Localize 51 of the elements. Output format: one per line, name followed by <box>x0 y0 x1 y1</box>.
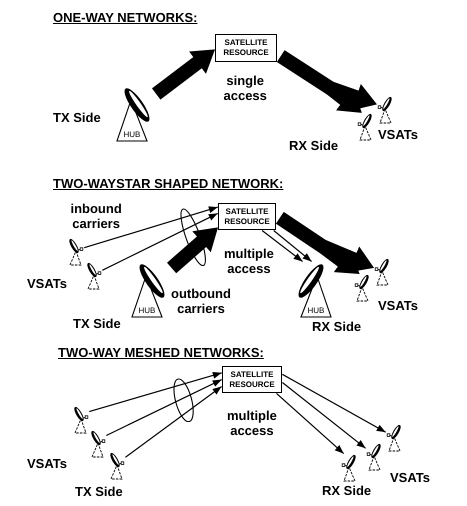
satellite-dish-icon <box>341 454 357 482</box>
terminal-group-label: VSATs <box>27 276 67 291</box>
arrow <box>262 230 303 262</box>
access-type-label: multiple access <box>224 246 274 276</box>
satellite-dish-icon <box>68 238 84 266</box>
satellite-dish-icon <box>109 452 125 480</box>
terminal-group-label: VSATs <box>27 456 67 471</box>
side-label: RX Side <box>322 483 372 498</box>
terminal-group-label: VSATs <box>390 470 430 485</box>
satellite-dish-icon <box>366 443 382 471</box>
satellite-dish-icon <box>377 96 393 124</box>
thick-arrow <box>167 227 218 274</box>
arrow <box>125 386 222 458</box>
satellite-dish-icon <box>86 262 102 290</box>
satellite-dish-icon <box>354 274 370 302</box>
arrow <box>89 372 222 412</box>
satellite-dish-icon <box>386 424 402 452</box>
thick-arrow <box>152 49 216 100</box>
side-label: TX Side <box>73 316 121 331</box>
arrow <box>282 382 366 449</box>
side-label: RX Side <box>312 319 362 334</box>
satellite-resource-box: SATELLITE RESOURCE <box>218 203 276 230</box>
side-label: TX Side <box>53 110 101 125</box>
terminal-group-label: VSATs <box>378 298 418 313</box>
section-heading: TWO-WAYSTAR SHAPED NETWORK: <box>53 176 284 191</box>
satellite-resource-box: SATELLITE RESOURCE <box>215 34 277 62</box>
arrow <box>273 230 312 262</box>
carrier-label: inbound carriers <box>70 201 122 231</box>
satellite-dish-icon <box>73 406 89 434</box>
satellite-dish-icon <box>90 430 106 458</box>
hub-label: HUB <box>124 130 140 140</box>
satellite-dish-icon <box>374 258 390 286</box>
access-type-label: multiple access <box>227 408 277 438</box>
terminal-group-label: VSATs <box>378 127 418 142</box>
side-label: RX Side <box>289 138 338 153</box>
side-label: TX Side <box>75 484 123 499</box>
arrow <box>106 379 222 436</box>
hub-label: HUB <box>308 306 324 316</box>
thick-arrow <box>277 50 362 113</box>
carrier-label: outbound carriers <box>171 286 231 316</box>
hub-label: HUB <box>138 306 156 316</box>
access-type-label: single access <box>224 73 267 103</box>
arrow <box>276 392 344 454</box>
satellite-resource-box: SATELLITE RESOURCE <box>222 366 282 393</box>
thick-arrow <box>276 212 360 274</box>
arrow <box>282 374 386 433</box>
arrow <box>84 206 218 248</box>
satellite-dish-icon <box>357 113 373 141</box>
section-heading: ONE-WAY NETWORKS: <box>53 10 198 25</box>
section-heading: TWO-WAY MESHED NETWORKS: <box>58 345 264 360</box>
arrow <box>102 212 218 271</box>
